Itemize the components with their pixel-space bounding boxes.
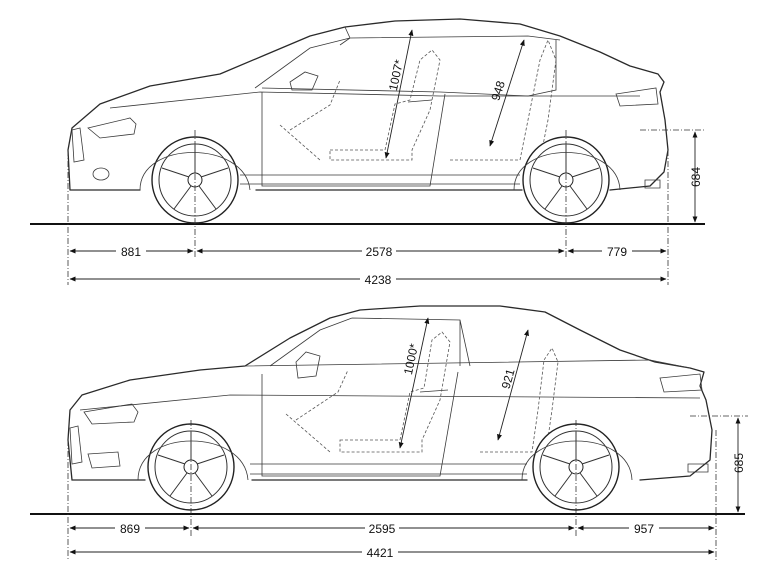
bottom-front-overhang-label: 869 [120, 522, 140, 536]
bottom-overall-length-label: 4421 [367, 546, 394, 560]
bottom-car-character-line [79, 394, 701, 411]
top-dim-rear-headroom-line [489, 39, 525, 147]
bottom-car-body-outline [67, 305, 713, 481]
bottom-car-exhaust [687, 463, 709, 473]
top-car-headlight [87, 117, 137, 139]
top-car-roofline [344, 26, 561, 41]
bottom-rear-overhang-label: 957 [634, 522, 654, 536]
top-car-front-seat [329, 49, 441, 161]
bottom-car-door-line [261, 371, 459, 477]
bottom-car-drawing: 869 2595 957 4421 685 1000* 921 [30, 305, 748, 560]
top-car-foglight [92, 167, 110, 181]
bottom-car-side-skirt [250, 463, 527, 475]
top-car-door-handle [407, 99, 433, 103]
bottom-car-headlight [83, 403, 139, 425]
bottom-car-rear-wheel [521, 423, 633, 511]
top-car-exhaust [644, 179, 661, 189]
bottom-dim-rear-headroom-line [497, 329, 529, 441]
top-car-taillight [615, 87, 659, 107]
top-car-door-line [261, 92, 446, 187]
top-height-label: 684 [689, 167, 703, 187]
top-car-window-line [254, 37, 557, 97]
top-rear-headroom-label: 948 [488, 79, 508, 103]
top-front-headroom-label: 1007* [386, 58, 406, 92]
top-car-rear-wheel [513, 136, 621, 224]
top-front-overhang-label: 881 [121, 245, 141, 259]
top-car-steering [279, 79, 341, 161]
bottom-car-steering [285, 369, 349, 453]
bottom-rear-headroom-label: 921 [499, 367, 518, 390]
bottom-car-door-handle [419, 389, 449, 393]
bottom-car-grille [69, 425, 83, 465]
bottom-car-window-line [269, 317, 471, 367]
bottom-car-mirror [295, 351, 321, 379]
top-overall-length-label: 4238 [365, 273, 392, 287]
top-rear-overhang-label: 779 [607, 245, 627, 259]
top-wheelbase-label: 2578 [366, 245, 393, 259]
bottom-car-front-seat [339, 331, 451, 453]
bottom-wheelbase-label: 2595 [369, 522, 396, 536]
top-car-mirror [289, 71, 319, 91]
top-car-rear-seat [450, 38, 557, 161]
top-car-side-skirt [240, 174, 520, 185]
bottom-car-front-wheel [137, 423, 249, 511]
bottom-height-label: 685 [732, 453, 746, 473]
top-car-grille [71, 127, 85, 163]
bottom-car-beltline [244, 359, 691, 369]
bottom-dim-front-headroom-line [398, 317, 430, 449]
bottom-car-taillight [659, 373, 703, 393]
bottom-front-headroom-label: 1000* [401, 342, 421, 376]
bottom-car-rear-seat [480, 347, 559, 453]
top-car-drawing: 881 2578 779 4238 684 1007* 948 [30, 18, 705, 287]
top-car-beltline [109, 91, 640, 109]
top-dim-front-headroom-line [384, 29, 414, 159]
bottom-car-foglight [87, 451, 121, 469]
